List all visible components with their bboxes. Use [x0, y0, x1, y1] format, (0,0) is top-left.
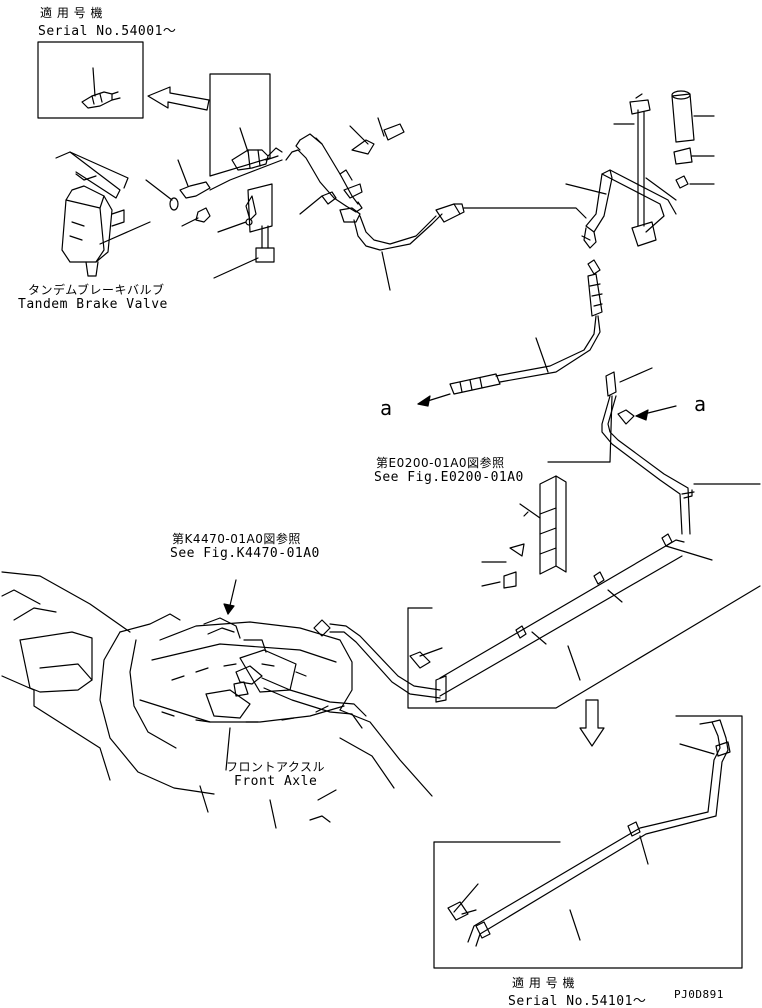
inset-54101 — [433, 715, 743, 969]
marker-a-right: a — [694, 392, 707, 416]
tandem-brake-valve — [55, 151, 151, 277]
serial-bottom: Serial No.54101～ — [508, 994, 647, 1008]
ref-e0200-jp: 第E0200-01A0図参照 — [376, 456, 505, 470]
brake-valve-jp: タンデムブレーキバルブ — [28, 283, 165, 297]
fittings-valve — [145, 159, 283, 227]
bracket-bolt — [213, 183, 275, 279]
brake-valve-en: Tandem Brake Valve — [18, 297, 168, 312]
brake-hose-upper — [339, 203, 587, 291]
connector-a-right — [605, 367, 677, 425]
right-valve-assembly — [565, 90, 715, 249]
front-axle-en: Front Axle — [234, 774, 318, 789]
arrow-to-inset — [147, 86, 210, 111]
detail-box-middle — [407, 483, 761, 709]
ref-k4470-jp: 第K4470-01A0図参照 — [172, 532, 301, 546]
brake-pipe-upper — [285, 117, 405, 215]
bracket-e0200 — [481, 461, 611, 589]
switch-callout — [209, 73, 283, 177]
drawing-code: PJ0D891 — [674, 988, 724, 1001]
arrow-a-left — [417, 393, 451, 407]
brake-pipe-right — [601, 395, 695, 535]
brake-hose-lower — [449, 259, 603, 395]
ref-e0200-en: See Fig.E0200-01A0 — [374, 470, 524, 485]
serial-top: Serial No.54001～ — [38, 24, 177, 39]
axle-pipe-k4470 — [203, 579, 441, 729]
ref-k4470-en: See Fig.K4470-01A0 — [170, 546, 320, 561]
inset-switch-54001 — [37, 41, 144, 119]
marker-a-left: a — [380, 396, 393, 420]
arrow-down — [579, 699, 605, 747]
serial-top-jp: 適 用 号 機 — [40, 6, 103, 20]
serial-bottom-jp: 適 用 号 機 — [512, 976, 575, 990]
front-axle-jp: フロントアクスル — [226, 760, 326, 774]
front-axle — [1, 571, 433, 829]
